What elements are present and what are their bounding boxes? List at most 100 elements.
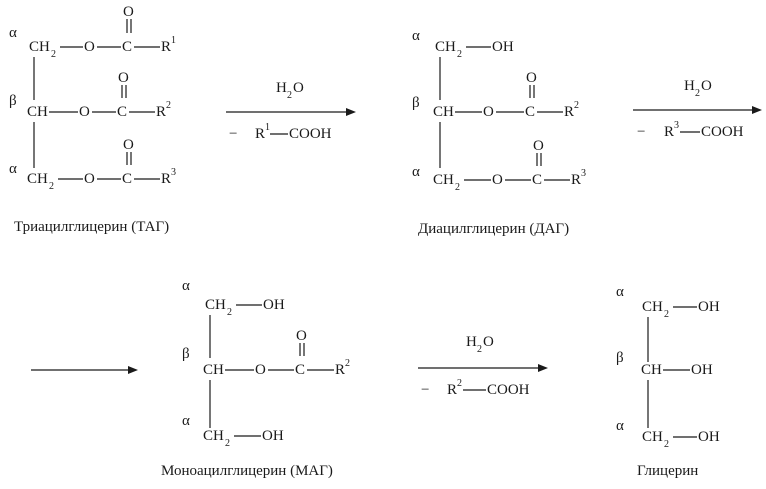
water-h: H bbox=[276, 80, 287, 96]
water-o: O bbox=[293, 80, 304, 96]
ch2-group: CH bbox=[642, 299, 663, 315]
arrowhead-icon bbox=[346, 108, 356, 116]
water-o: O bbox=[701, 78, 712, 94]
alpha-label-top: α bbox=[182, 278, 190, 294]
hydroxyl-group: OH bbox=[698, 299, 720, 315]
reaction-arrow-4: H 2 O − R 2 COOH bbox=[418, 334, 548, 398]
ch2-subscript: 2 bbox=[225, 438, 230, 449]
radical-r: R bbox=[571, 172, 581, 188]
alpha-label-top: α bbox=[616, 284, 624, 300]
radical-index: 2 bbox=[574, 100, 579, 111]
acid-radical: R bbox=[255, 126, 265, 142]
radical-index: 1 bbox=[171, 35, 176, 46]
minus-sign: − bbox=[421, 382, 429, 398]
ch2-subscript: 2 bbox=[455, 182, 460, 193]
cooh-group: COOH bbox=[289, 126, 332, 142]
water-o: O bbox=[483, 334, 494, 350]
cooh-group: COOH bbox=[487, 382, 530, 398]
radical-index: 2 bbox=[166, 100, 171, 111]
water-h: H bbox=[466, 334, 477, 350]
ester-oxygen: O bbox=[84, 171, 95, 187]
hydroxyl-group: OH bbox=[262, 428, 284, 444]
radical-r: R bbox=[161, 171, 171, 187]
water-subscript: 2 bbox=[287, 90, 292, 101]
ch2-subscript: 2 bbox=[49, 181, 54, 192]
acid-radical: R bbox=[664, 124, 674, 140]
carbonyl-carbon: C bbox=[122, 39, 132, 55]
carbonyl-oxygen: O bbox=[296, 328, 307, 344]
radical-r: R bbox=[335, 362, 345, 378]
ch2-group: CH bbox=[27, 171, 48, 187]
glycerol-caption: Глицерин bbox=[637, 463, 698, 479]
carbonyl-carbon: C bbox=[532, 172, 542, 188]
ch2-group: CH bbox=[203, 428, 224, 444]
alpha-label-bottom: α bbox=[9, 161, 17, 177]
acid-radical: R bbox=[447, 382, 457, 398]
alpha-label-bottom: α bbox=[412, 164, 420, 180]
glycerol-molecule: α β α CH 2 OH CH OH CH 2 OH Глицерин bbox=[616, 284, 720, 479]
acid-radical-index: 3 bbox=[674, 120, 679, 131]
reaction-arrow-3 bbox=[31, 366, 138, 374]
reaction-arrow-2: H 2 O − R 3 COOH bbox=[633, 78, 762, 140]
water-subscript: 2 bbox=[477, 344, 482, 355]
radical-r: R bbox=[564, 104, 574, 120]
alpha-label-top: α bbox=[412, 28, 420, 44]
ch2-subscript: 2 bbox=[664, 439, 669, 450]
tag-molecule: α β α CH 2 O C O R 1 CH O C O R 2 CH 2 bbox=[9, 4, 176, 235]
ch2-subscript: 2 bbox=[227, 307, 232, 318]
ch-group: CH bbox=[641, 362, 662, 378]
radical-r: R bbox=[156, 104, 166, 120]
radical-index: 3 bbox=[171, 167, 176, 178]
carbonyl-carbon: C bbox=[295, 362, 305, 378]
hydroxyl-group: OH bbox=[691, 362, 713, 378]
ester-oxygen: O bbox=[79, 104, 90, 120]
beta-label: β bbox=[412, 95, 420, 111]
radical-index: 3 bbox=[581, 168, 586, 179]
ch2-group: CH bbox=[205, 297, 226, 313]
ester-oxygen: O bbox=[492, 172, 503, 188]
carbonyl-oxygen: O bbox=[123, 4, 134, 20]
carbonyl-oxygen: O bbox=[533, 138, 544, 154]
beta-label: β bbox=[616, 350, 624, 366]
ch-group: CH bbox=[433, 104, 454, 120]
beta-label: β bbox=[9, 93, 17, 109]
hydroxyl-group: OH bbox=[263, 297, 285, 313]
carbonyl-oxygen: O bbox=[526, 70, 537, 86]
reaction-arrow-1: H 2 O − R 1 COOH bbox=[226, 80, 356, 142]
alpha-label-bottom: α bbox=[616, 418, 624, 434]
minus-sign: − bbox=[637, 124, 645, 140]
ester-oxygen: O bbox=[255, 362, 266, 378]
alpha-label-top: α bbox=[9, 25, 17, 41]
ch2-subscript: 2 bbox=[51, 49, 56, 60]
radical-r: R bbox=[161, 39, 171, 55]
tag-caption: Триацилглицерин (ТАГ) bbox=[14, 219, 169, 235]
carbonyl-oxygen: O bbox=[123, 137, 134, 153]
dag-molecule: α β α CH 2 OH CH O C O R 2 CH 2 O C O R … bbox=[412, 28, 586, 237]
water-h: H bbox=[684, 78, 695, 94]
water-subscript: 2 bbox=[695, 88, 700, 99]
acid-radical-index: 2 bbox=[457, 378, 462, 389]
ester-oxygen: O bbox=[84, 39, 95, 55]
cooh-group: COOH bbox=[701, 124, 744, 140]
ch-group: CH bbox=[27, 104, 48, 120]
arrowhead-icon bbox=[128, 366, 138, 374]
ch2-subscript: 2 bbox=[457, 49, 462, 60]
mag-caption: Моноацилглицерин (МАГ) bbox=[161, 463, 333, 479]
ch2-group: CH bbox=[29, 39, 50, 55]
carbonyl-carbon: C bbox=[122, 171, 132, 187]
arrowhead-icon bbox=[752, 106, 762, 114]
mag-molecule: α β α CH 2 OH CH O C O R 2 CH 2 OH Моноа… bbox=[161, 278, 350, 479]
minus-sign: − bbox=[229, 126, 237, 142]
beta-label: β bbox=[182, 346, 190, 362]
ch-group: CH bbox=[203, 362, 224, 378]
ch2-subscript: 2 bbox=[664, 309, 669, 320]
dag-caption: Диацилглицерин (ДАГ) bbox=[418, 221, 569, 237]
arrowhead-icon bbox=[538, 364, 548, 372]
acid-radical-index: 1 bbox=[265, 122, 270, 133]
carbonyl-carbon: C bbox=[117, 104, 127, 120]
carbonyl-carbon: C bbox=[525, 104, 535, 120]
ch2-group: CH bbox=[435, 39, 456, 55]
ester-oxygen: O bbox=[483, 104, 494, 120]
radical-index: 2 bbox=[345, 358, 350, 369]
ch2-group: CH bbox=[433, 172, 454, 188]
